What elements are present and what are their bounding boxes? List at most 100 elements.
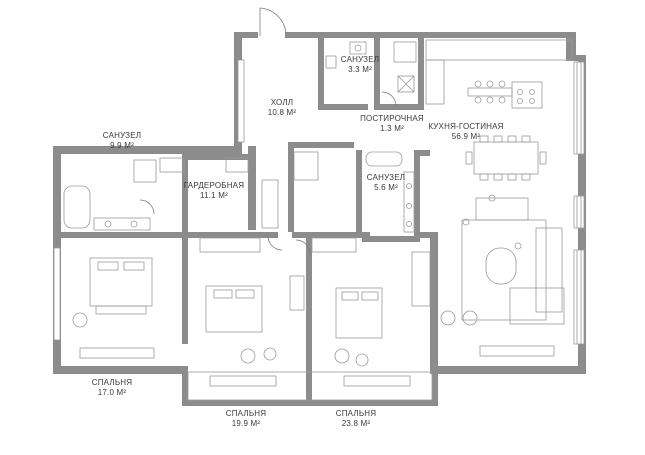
- wall: [374, 38, 380, 110]
- kitchen-counter: [425, 59, 445, 105]
- door: [381, 91, 397, 107]
- room-label-laundry: ПОСТИРОЧНАЯ 1.3 М²: [360, 114, 424, 134]
- wall: [234, 32, 258, 38]
- bathtub: [63, 185, 91, 229]
- sink: [349, 41, 367, 55]
- wall: [414, 150, 420, 240]
- room-label-bedroom-mid: СПАЛЬНЯ 19.9 М²: [216, 409, 276, 429]
- room-area: 56.9 М²: [451, 132, 481, 141]
- furniture: [63, 39, 573, 387]
- room-name: САНУЗЕЛ: [340, 55, 380, 64]
- wall: [188, 154, 250, 160]
- room-area: 11.1 М²: [200, 191, 228, 200]
- bench: [95, 305, 147, 315]
- room-name: СПАЛЬНЯ: [335, 409, 377, 418]
- wall: [188, 232, 278, 238]
- room-name: ГАРДЕРОБНАЯ: [183, 181, 245, 190]
- shower: [393, 41, 417, 63]
- room-area: 23.8 М²: [341, 419, 371, 428]
- room-label-bedroom-left: СПАЛЬНЯ 17.0 М²: [82, 378, 142, 398]
- door: [295, 239, 311, 255]
- kitchen-counter: [425, 39, 573, 61]
- room-area: 17.0 М²: [97, 388, 127, 397]
- closet: [159, 157, 185, 173]
- room-label-bath-left: САНУЗЕЛ 9.9 М²: [92, 131, 152, 151]
- room-name: КУХНЯ-ГОСТИНАЯ: [428, 122, 504, 131]
- wall: [318, 104, 368, 110]
- closet: [225, 157, 249, 173]
- door: [267, 235, 283, 251]
- tv-unit: [479, 345, 555, 357]
- shower: [293, 151, 319, 181]
- window: [187, 371, 433, 401]
- window: [573, 61, 585, 155]
- room-area: 9.9 М²: [110, 141, 134, 150]
- room-name: ХОЛЛ: [270, 98, 294, 107]
- room-name: САНУЗЕЛ: [102, 131, 142, 140]
- wall: [318, 38, 324, 110]
- wall: [248, 146, 256, 230]
- entrance-door: [259, 7, 287, 36]
- sofa: [535, 227, 563, 313]
- wall: [430, 366, 586, 374]
- wall: [420, 150, 430, 156]
- closet: [411, 251, 431, 307]
- radiator: [343, 375, 411, 387]
- radiator: [209, 375, 277, 387]
- wall: [285, 32, 575, 38]
- wall: [420, 232, 438, 238]
- room-label-bath-small: САНУЗЕЛ 3.3 М²: [330, 55, 390, 75]
- console: [261, 179, 279, 229]
- room-area: 5.6 М²: [374, 183, 398, 192]
- wall: [432, 366, 438, 406]
- room-area: 19.9 М²: [231, 419, 261, 428]
- wall: [566, 32, 576, 60]
- room-label-bath-mid: САНУЗЕЛ 5.6 М²: [358, 173, 414, 193]
- closet: [311, 237, 357, 253]
- room-label-bedroom-right: СПАЛЬНЯ 23.8 М²: [326, 409, 386, 429]
- window: [53, 247, 61, 341]
- wall: [566, 55, 582, 61]
- wall: [306, 238, 312, 400]
- room-label-wardrobe: ГАРДЕРОБНАЯ 11.1 М²: [180, 181, 248, 201]
- kitchen-island: [511, 81, 543, 109]
- dining-table: [473, 141, 539, 175]
- toilet: [325, 55, 337, 69]
- wall: [292, 232, 370, 238]
- windows: [53, 59, 585, 401]
- wall: [182, 154, 188, 344]
- door: [139, 199, 155, 215]
- wall: [53, 366, 183, 374]
- room-name: ПОСТИРОЧНАЯ: [360, 114, 424, 123]
- room-name: СПАЛЬНЯ: [225, 409, 267, 418]
- bar-table: [467, 87, 513, 97]
- doors: [139, 7, 397, 255]
- radiator: [79, 347, 155, 359]
- room-label-kitchen-living: КУХНЯ-ГОСТИНАЯ 56.9 М²: [426, 122, 506, 142]
- window: [573, 195, 585, 229]
- wall: [362, 236, 420, 242]
- bed: [205, 285, 263, 333]
- wall: [58, 232, 184, 238]
- window: [573, 249, 585, 345]
- vanity: [93, 217, 151, 231]
- wall: [418, 38, 424, 110]
- wall: [356, 150, 362, 236]
- desk: [289, 275, 305, 311]
- closet: [199, 237, 261, 253]
- wall: [430, 238, 438, 374]
- room-name: СПАЛЬНЯ: [91, 378, 133, 387]
- wall: [182, 366, 188, 406]
- window: [237, 59, 245, 143]
- room-area: 10.8 М²: [267, 108, 297, 117]
- coffee-table: [485, 247, 517, 285]
- wall: [380, 104, 424, 110]
- room-area: 1.3 М²: [380, 124, 404, 133]
- bed: [335, 287, 383, 339]
- wall: [182, 400, 438, 406]
- bed: [89, 257, 153, 307]
- room-area: 3.3 М²: [348, 65, 372, 74]
- wall: [288, 142, 294, 232]
- bathtub: [365, 151, 403, 167]
